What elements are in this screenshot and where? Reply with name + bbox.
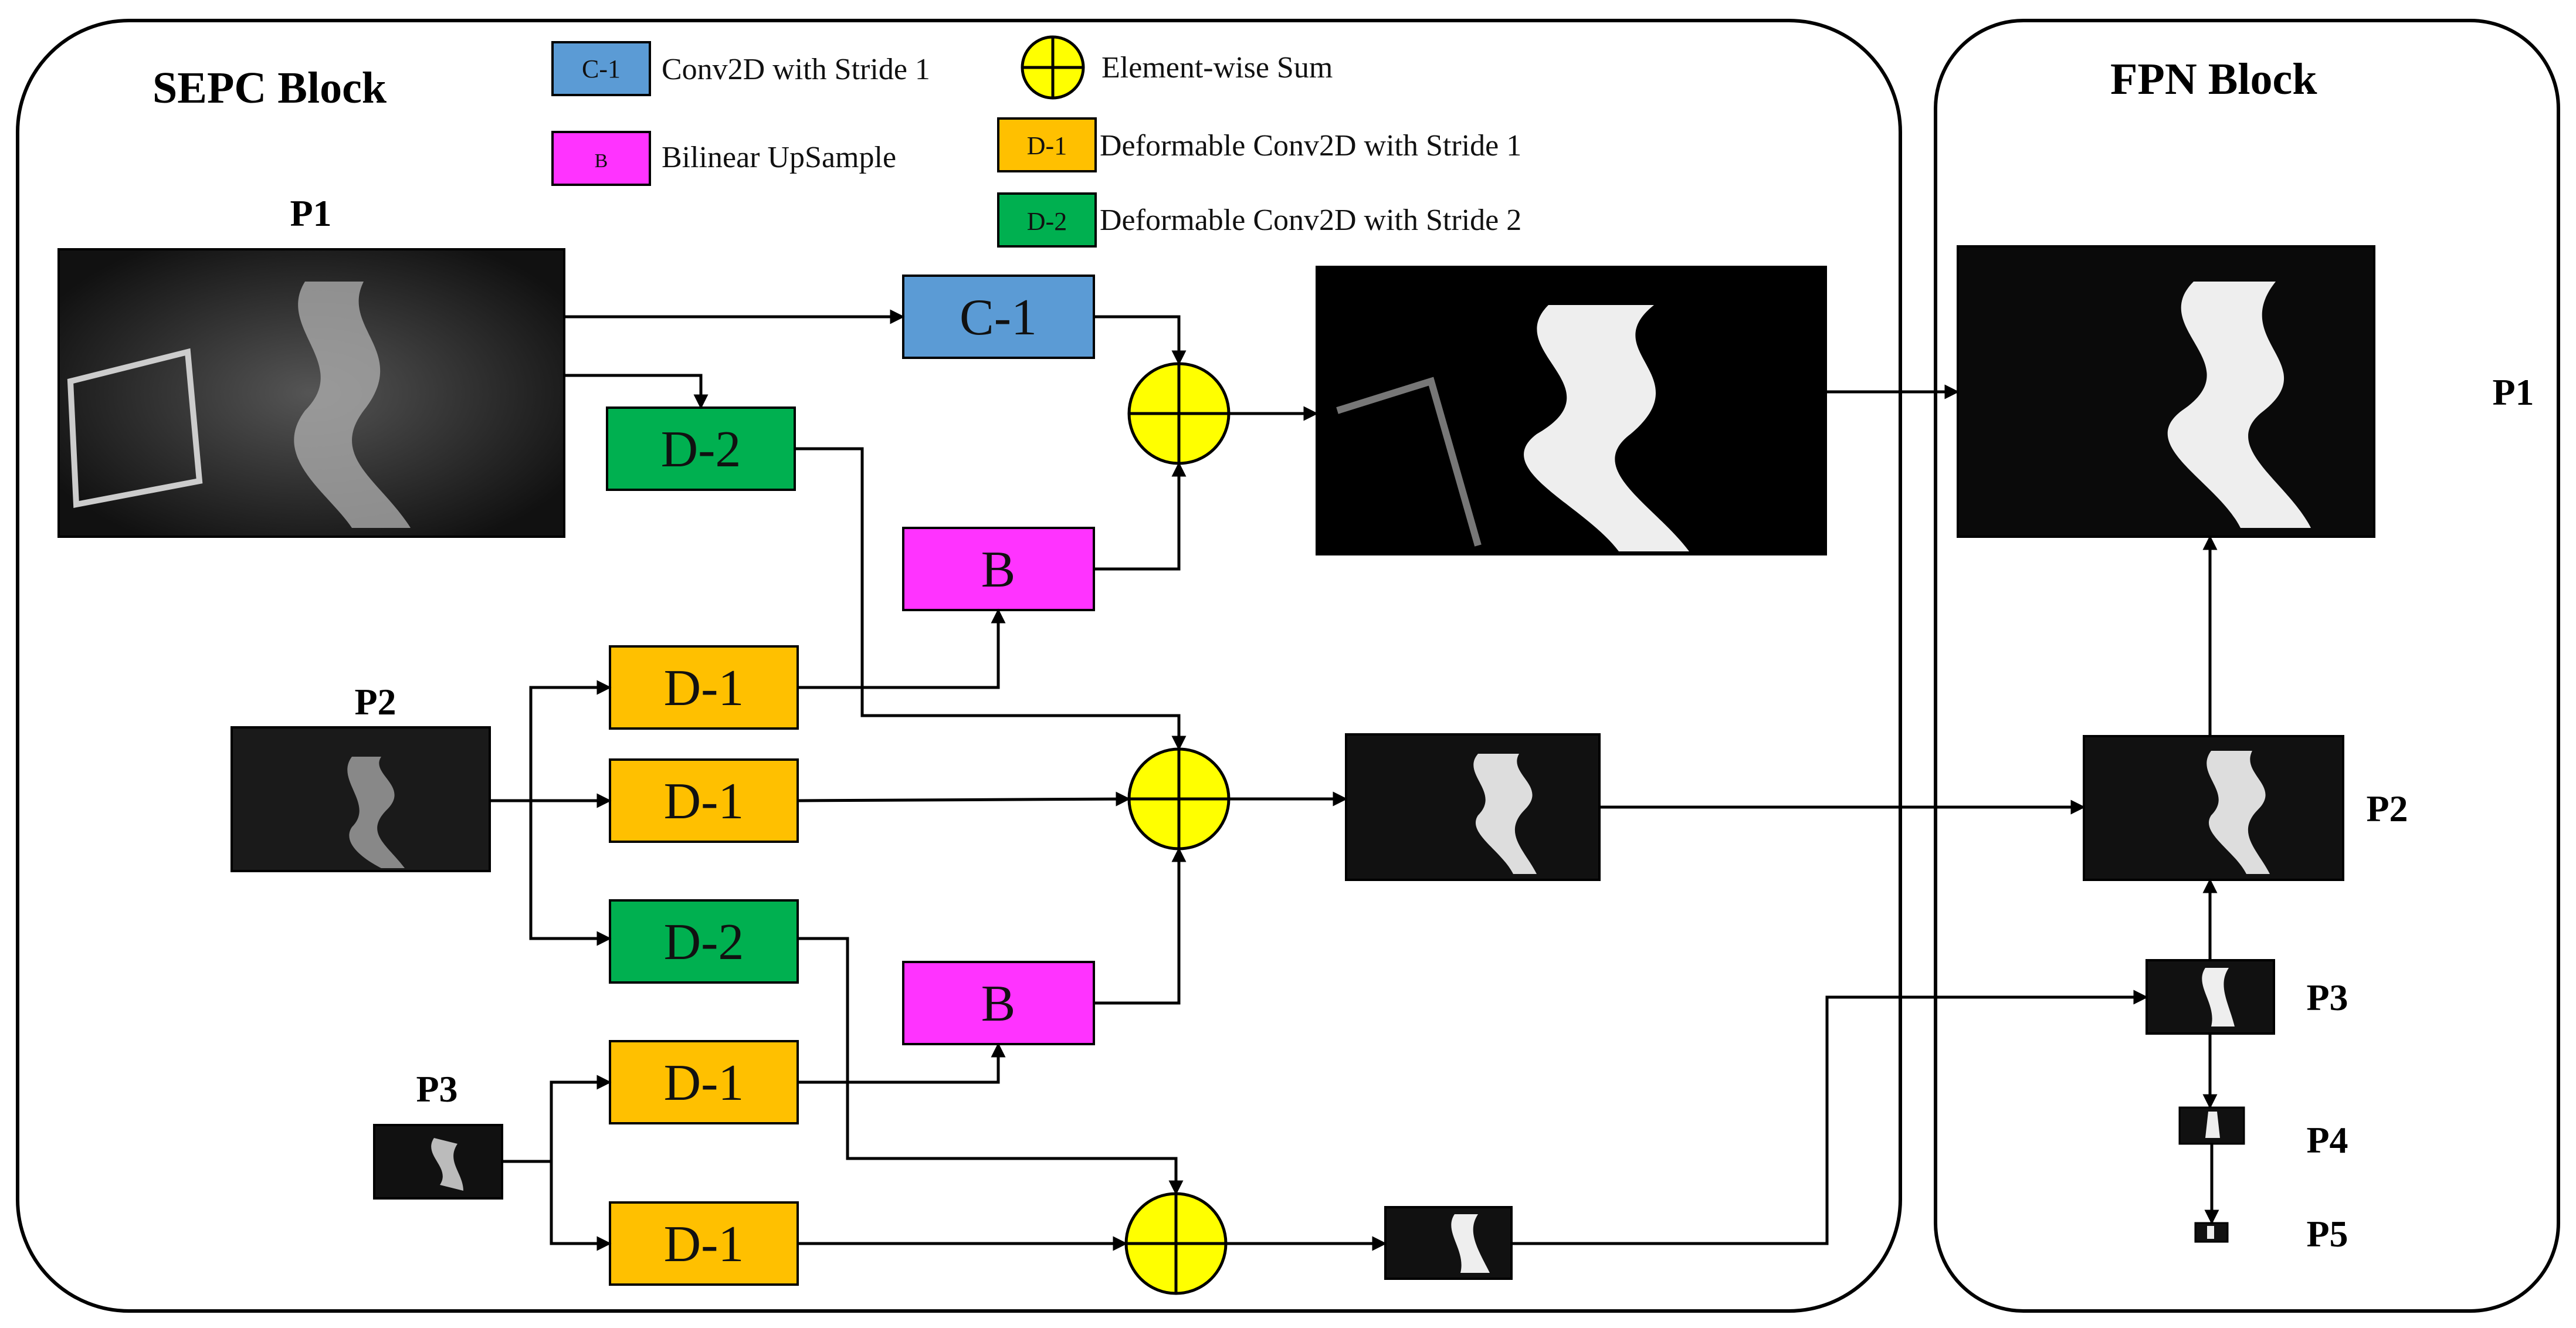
sepc-block-title: SEPC Block	[152, 63, 387, 113]
sum-node-mid	[1127, 747, 1231, 851]
legend-b-text: Bilinear UpSample	[662, 141, 896, 174]
fpn-p5-label: P5	[2306, 1213, 2348, 1255]
op-d1-b: D-1	[609, 758, 799, 843]
legend-d2-swatch	[997, 192, 1097, 248]
sepc-p3-feature-map	[373, 1124, 503, 1200]
legend-d1-swatch	[997, 117, 1097, 172]
legend-b-symbol: B	[595, 150, 608, 172]
svg-text:D-1: D-1	[664, 1055, 744, 1112]
legend-c1-symbol: C-1	[582, 55, 621, 83]
op-d1-d: D-1	[609, 1201, 799, 1286]
sepc-p2-label: P2	[354, 681, 396, 723]
fpn-p5-feature-map	[2194, 1222, 2229, 1243]
svg-text:D-1: D-1	[664, 1216, 744, 1273]
svg-text:C-1: C-1	[960, 289, 1037, 346]
connections	[490, 309, 2219, 1251]
sum-node-top	[1127, 362, 1231, 465]
svg-text:D-1: D-1	[664, 660, 744, 717]
legend-c1-text: Conv2D with Stride 1	[662, 53, 930, 86]
fpn-p2-feature-map	[2083, 735, 2344, 881]
legend-d1-symbol: D-1	[1027, 131, 1067, 160]
op-b-top: B	[902, 527, 1095, 611]
sepc-output-p3	[1384, 1206, 1513, 1280]
fpn-block-title: FPN Block	[2110, 55, 2317, 104]
sepc-output-p1	[1316, 266, 1827, 555]
svg-text:D-1: D-1	[664, 773, 744, 830]
legend-d2-symbol: D-2	[1027, 207, 1067, 236]
legend-d2-text: Deformable Conv2D with Stride 2	[1100, 204, 1521, 237]
sepc-output-p2	[1345, 733, 1601, 881]
op-c1: C-1	[902, 275, 1095, 359]
legend-c1-swatch	[551, 41, 651, 96]
fpn-block-container	[1934, 19, 2560, 1313]
fpn-p3-feature-map	[2145, 959, 2275, 1035]
op-d1-a: D-1	[609, 645, 799, 730]
fpn-p3-label: P3	[2306, 977, 2348, 1018]
svg-text:D-2: D-2	[664, 914, 744, 971]
sepc-block-container	[16, 19, 1902, 1313]
op-d2-mid: D-2	[609, 899, 799, 984]
legend: C-1 Conv2D with Stride 1 B Bilinear UpSa…	[551, 35, 1521, 248]
svg-text:B: B	[981, 541, 1016, 598]
fpn-p4-feature-map	[2178, 1106, 2245, 1145]
sepc-p1-feature-map	[57, 248, 565, 538]
legend-d1-text: Deformable Conv2D with Stride 1	[1100, 129, 1521, 162]
fpn-p1-label: P1	[2492, 371, 2534, 413]
legend-sum-text: Element-wise Sum	[1101, 51, 1333, 84]
sepc-p3-label: P3	[416, 1068, 457, 1110]
fpn-p4-label: P4	[2306, 1119, 2348, 1161]
op-d2-top: D-2	[606, 406, 796, 491]
sepc-p2-feature-map	[231, 726, 491, 872]
svg-text:B: B	[981, 975, 1016, 1032]
fpn-p2-label: P2	[2366, 788, 2408, 829]
sepc-p1-label: P1	[290, 192, 331, 234]
legend-b-swatch	[551, 131, 651, 186]
op-d1-c: D-1	[609, 1040, 799, 1124]
svg-text:D-2: D-2	[661, 421, 741, 478]
op-b-bottom: B	[902, 961, 1095, 1045]
sum-node-bottom	[1124, 1192, 1228, 1295]
fpn-p1-feature-map	[1957, 245, 2375, 538]
